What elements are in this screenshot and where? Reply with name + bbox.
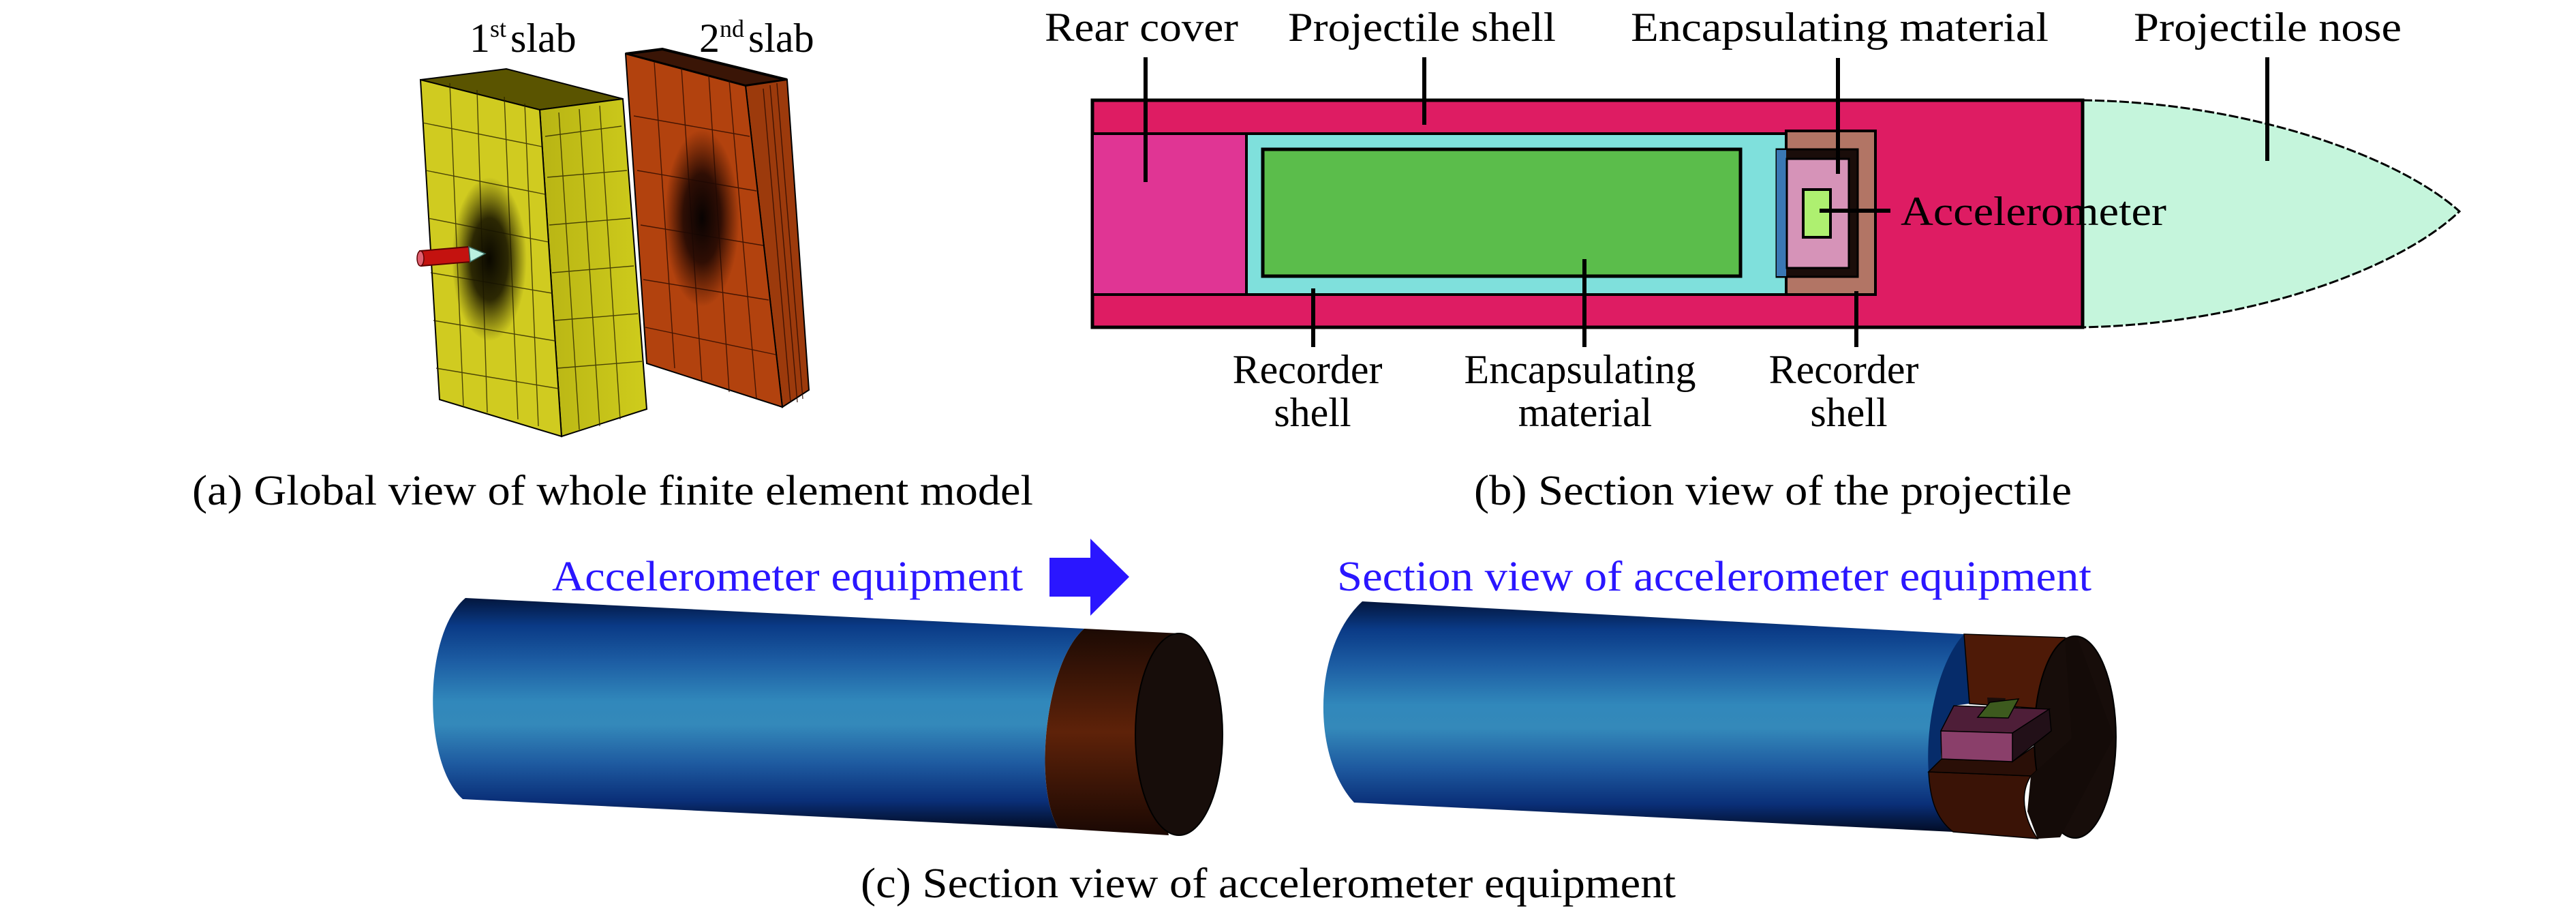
- label-recorder-shell-left: Recorder shell: [1233, 347, 1393, 435]
- second-slab-impact-zone: [664, 130, 739, 307]
- cylinder-body: [433, 598, 1084, 828]
- label-encapsulating-material-bottom: Encapsulating material: [1465, 347, 1706, 435]
- right-arrow-icon: [1049, 539, 1129, 616]
- accelerometer-section: [1802, 188, 1832, 239]
- label-accelerometer: Accelerometer: [1901, 189, 2166, 234]
- rear-cover-section: [1091, 132, 1248, 296]
- cylinder-end-face: [1135, 633, 1223, 836]
- first-slab-impact-zone: [452, 177, 527, 341]
- label-accelerometer-equipment: Accelerometer equipment: [552, 554, 1023, 600]
- panel-c: Accelerometer equipment Section view of …: [433, 539, 2117, 907]
- panel-b: Rear cover Projectile shell Encapsulatin…: [1045, 5, 2462, 514]
- label-projectile-shell: Projectile shell: [1288, 5, 1556, 50]
- label-encapsulating-material-top: Encapsulating material: [1631, 5, 2049, 50]
- housing-blue-edge: [1777, 150, 1786, 276]
- section-view-model: [1323, 601, 2117, 839]
- section-inner-wall: [1928, 634, 1969, 772]
- section-back-wall-edge: [2027, 637, 2114, 839]
- label-recorder-shell-right: Recorder shell: [1769, 347, 1929, 435]
- label-projectile-nose: Projectile nose: [2134, 5, 2402, 50]
- caption-b: (b) Section view of the projectile: [1474, 468, 2072, 514]
- projectile-model: [416, 245, 487, 267]
- accelerometer-chip: [1976, 698, 2020, 719]
- label-rear-cover: Rear cover: [1045, 5, 1238, 50]
- caption-a: (a) Global view of whole finite element …: [192, 468, 1033, 514]
- second-slab: [624, 47, 810, 408]
- label-section-view-equipment: Section view of accelerometer equipment: [1337, 554, 2091, 600]
- projectile-rear-end: [416, 250, 425, 267]
- encapsulating-material-section: [1261, 147, 1743, 278]
- pink-block-front: [1940, 730, 2013, 762]
- projectile-body: [418, 245, 472, 267]
- projectile-nose-tip: [468, 245, 487, 263]
- first-slab: [419, 68, 648, 438]
- caption-c: (c) Section view of accelerometer equipm…: [861, 860, 1676, 907]
- accelerometer-equipment-model: [433, 598, 1223, 836]
- section-cylinder-body: [1323, 601, 1964, 832]
- projectile-nose-section: [2081, 99, 2462, 329]
